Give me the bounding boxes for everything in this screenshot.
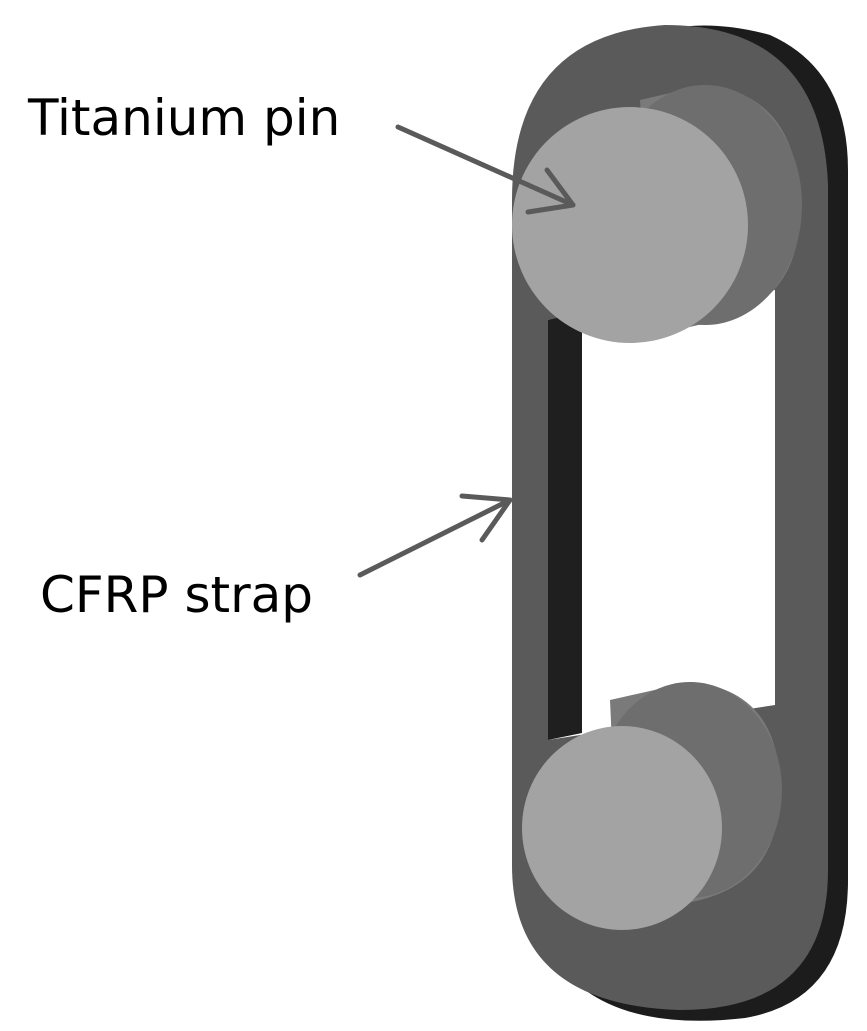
titanium-pin-arrow xyxy=(395,124,576,215)
strap-inner-left-rim xyxy=(548,312,582,740)
strap-inner-opening xyxy=(548,290,775,740)
cfrp-strap-arrow xyxy=(357,493,513,578)
titanium-pin-label: Titanium pin xyxy=(27,89,340,147)
titanium-pin-bottom xyxy=(522,726,722,930)
cfrp-strap-label: CFRP strap xyxy=(40,566,313,624)
titanium-pin-top xyxy=(512,107,748,343)
